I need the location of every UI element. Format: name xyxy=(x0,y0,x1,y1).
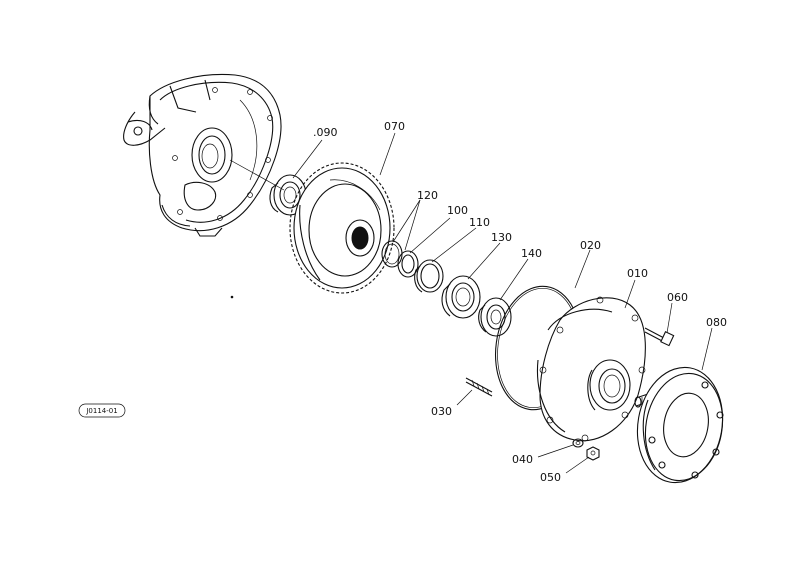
label-080: 080 xyxy=(706,316,727,329)
bearing-090 xyxy=(229,159,307,216)
label-110: 110 xyxy=(469,216,490,229)
washer-040 xyxy=(572,438,584,448)
ring-100 xyxy=(397,250,419,278)
label-120: 120 xyxy=(417,189,438,202)
label-090: .090 xyxy=(313,126,338,139)
label-050: 050 xyxy=(540,471,561,484)
label-060: 060 xyxy=(667,291,688,304)
axle-flange-080 xyxy=(634,366,724,484)
ring-gear-070 xyxy=(289,162,395,294)
reference-code-text: J0114-01 xyxy=(85,407,117,415)
label-100: 100 xyxy=(447,204,468,217)
collar-110 xyxy=(414,259,444,293)
nut-050 xyxy=(586,446,600,461)
hub-cover-010 xyxy=(536,296,646,442)
label-070: 070 xyxy=(384,120,405,133)
stud-030 xyxy=(465,377,493,397)
label-010: 010 xyxy=(627,267,648,280)
bolt-060 xyxy=(644,327,675,347)
label-130: 130 xyxy=(491,231,512,244)
label-140: 140 xyxy=(521,247,542,260)
label-030: 030 xyxy=(431,405,452,418)
leader-lines xyxy=(292,132,713,474)
bearing-130 xyxy=(441,275,481,319)
part-labels: .090 070 120 100 110 130 140 020 010 060… xyxy=(313,120,727,484)
reference-code-badge: J0114-01 xyxy=(78,403,126,418)
label-020: 020 xyxy=(580,239,601,252)
bearing-140 xyxy=(478,297,512,337)
axle-housing xyxy=(123,73,282,237)
stray-dot xyxy=(230,295,234,299)
label-040: 040 xyxy=(512,453,533,466)
